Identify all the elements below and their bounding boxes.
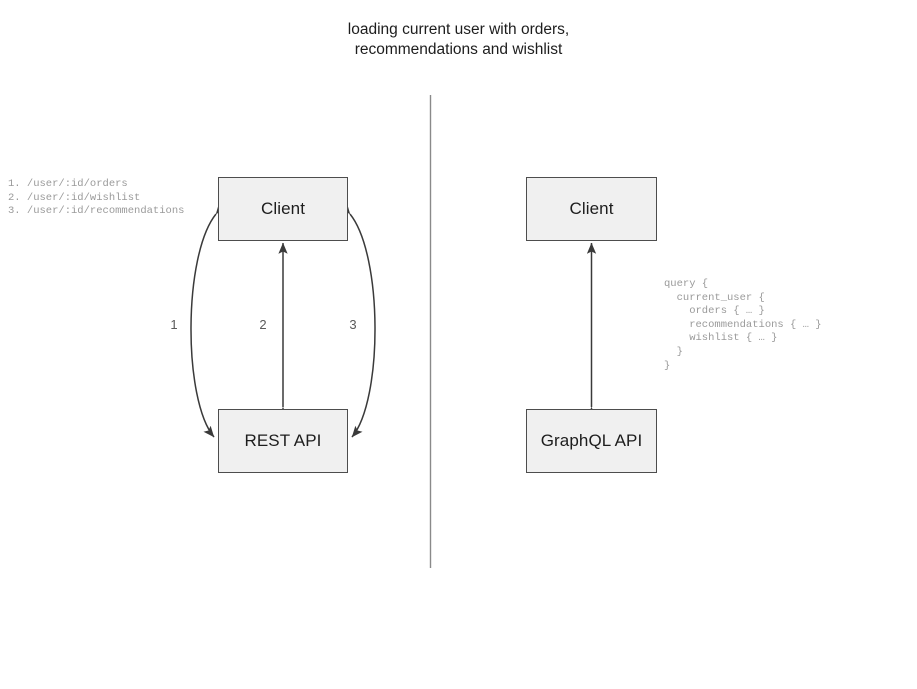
rest-client-label: Client (260, 199, 306, 218)
rest-client-node[interactable]: Client (218, 177, 348, 241)
graphql-query-snippet: query { current_user { orders { … } reco… (664, 278, 822, 372)
rest-api-node[interactable]: REST API (218, 409, 348, 473)
graphql-client-node[interactable]: Client (526, 177, 657, 241)
graphql-api-node[interactable]: GraphQL API (526, 409, 657, 473)
diagram-title-line-1: loading current user with orders, (347, 21, 570, 38)
diagram-title: loading current user with orders, recomme… (0, 20, 917, 60)
rest-edge-label-2: 2 (259, 317, 267, 332)
rest-endpoint-list: 1. /user/:id/orders 2. /user/:id/wishlis… (8, 178, 185, 218)
rest-api-label: REST API (244, 431, 322, 450)
rest-edge-label-3: 3 (349, 317, 357, 332)
diagram-title-line-2: recommendations and wishlist (354, 41, 563, 58)
graphql-client-label: Client (569, 199, 614, 218)
rest-edge-1-curve (190, 202, 227, 438)
rest-edge-label-1: 1 (170, 317, 178, 332)
graphql-api-label: GraphQL API (540, 431, 643, 450)
